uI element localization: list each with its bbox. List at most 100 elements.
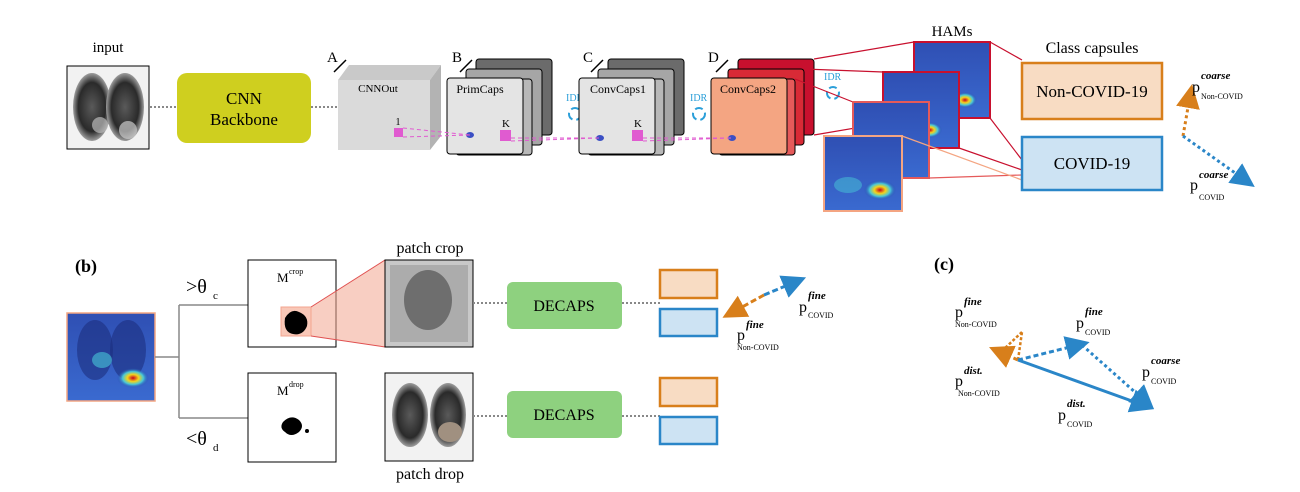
svg-text:fine: fine <box>808 290 826 302</box>
svg-text:p: p <box>799 299 807 316</box>
svg-text:COVID: COVID <box>1199 193 1225 202</box>
idr-label-2: IDR <box>690 93 708 104</box>
m-drop-mask: M drop <box>247 372 337 463</box>
p-noncovid-fine-label-c: p fine Non-COVID <box>955 296 997 329</box>
noncovid-fine-arrow-c <box>989 345 1019 368</box>
convcaps1-k: K <box>634 118 642 130</box>
covid-fine-arrow-b <box>763 275 807 298</box>
branch-lines <box>155 304 248 419</box>
covid-capsule: COVID-19 <box>1020 135 1164 192</box>
primcaps-stack: B PrimCaps K <box>446 50 553 156</box>
stage-a-label: A <box>327 50 338 66</box>
covid-dist-arrow-c <box>1017 358 1155 413</box>
p-covid-coarse-label: p coarse COVID <box>1190 169 1228 202</box>
p-covid-fine-label-b: p fine COVID <box>799 290 834 320</box>
backbone-line1: CNN <box>226 89 262 108</box>
stage-b-label: B <box>452 50 462 66</box>
covid-fine-arrow-c <box>1017 336 1090 362</box>
primcaps-k: K <box>502 118 510 130</box>
svg-text:DECAPS: DECAPS <box>533 407 594 424</box>
p-noncovid-fine-label-b: p fine Non-COVID <box>737 319 779 352</box>
panel-b-label: (b) <box>75 256 97 277</box>
svg-text:p: p <box>955 304 963 321</box>
svg-text:crop: crop <box>289 267 303 276</box>
p-noncovid-coarse-label: p coarse Non-COVID <box>1192 70 1243 101</box>
idr-label-3: IDR <box>824 72 842 83</box>
noncovid-coarse-arrow <box>1176 84 1200 137</box>
backbone-line2: Backbone <box>210 110 278 129</box>
idr-icon-2: IDR <box>690 93 708 121</box>
convcaps2-label: ConvCaps2 <box>720 82 776 96</box>
p-noncovid-dist-label-c: p dist. Non-COVID <box>955 365 1000 398</box>
svg-text:M: M <box>277 270 289 285</box>
ham-to-class-lines <box>901 41 1023 181</box>
convcaps1-label: ConvCaps1 <box>590 82 646 96</box>
panel-c-label: (c) <box>934 254 954 275</box>
svg-text:p: p <box>955 373 963 390</box>
primcaps-label: PrimCaps <box>456 82 504 96</box>
svg-text:COVID: COVID <box>1067 420 1093 429</box>
svg-text:Non-COVID: Non-COVID <box>958 389 1000 398</box>
p-covid-coarse-label-c: p coarse COVID <box>1142 355 1180 386</box>
svg-text:>θ: >θ <box>186 276 207 298</box>
patch-crop-label: patch crop <box>396 240 463 257</box>
patch-crop-image <box>384 259 474 348</box>
covid-coarse-arrow <box>1182 134 1255 187</box>
patch-drop-image <box>384 372 474 462</box>
svg-text:DECAPS: DECAPS <box>533 298 594 315</box>
crop-zoom-wedge <box>311 260 385 347</box>
stage-d-label: D <box>708 50 719 66</box>
cnnout-label: CNNOut <box>358 83 398 95</box>
svg-text:M: M <box>277 383 289 398</box>
crop-covid-capsule <box>658 307 719 338</box>
input-ct-image <box>66 65 150 150</box>
svg-text:p: p <box>1190 177 1198 194</box>
svg-text:p: p <box>737 327 745 344</box>
svg-text:d: d <box>213 442 219 454</box>
p-covid-dist-label-c: p dist. COVID <box>1058 398 1093 429</box>
drop-noncovid-capsule <box>658 376 719 408</box>
svg-text:p: p <box>1192 79 1200 96</box>
svg-text:fine: fine <box>746 319 764 331</box>
svg-text:COVID: COVID <box>1151 377 1177 386</box>
ham-overlay-image <box>66 312 156 402</box>
svg-text:coarse: coarse <box>1201 70 1230 82</box>
idr-icon-3: IDR <box>824 72 842 100</box>
convcaps2-stack: D ConvCaps2 <box>708 50 815 156</box>
svg-text:dist.: dist. <box>964 365 983 377</box>
cnnout-index: 1 <box>396 117 401 128</box>
svg-text:c: c <box>213 290 218 302</box>
noncovid-capsule: Non-COVID-19 <box>1020 61 1164 121</box>
panel-a: input CNN Backbone A CNNOut 1 <box>66 24 1255 212</box>
patch-drop-label: patch drop <box>396 466 464 483</box>
idr-label-1: IDR <box>566 93 584 104</box>
svg-text:coarse: coarse <box>1151 355 1180 367</box>
svg-text:Non-COVID: Non-COVID <box>737 343 779 352</box>
svg-text:COVID: COVID <box>1085 328 1111 337</box>
noncovid-fine-arrow-b <box>722 293 765 318</box>
theta-drop-label: <θ d <box>186 428 219 454</box>
input-label: input <box>93 40 125 56</box>
p-covid-fine-label-c: p fine COVID <box>1076 306 1111 337</box>
stage-c-label: C <box>583 50 593 66</box>
ham-stack <box>823 41 991 212</box>
svg-text:Non-COVID: Non-COVID <box>1201 92 1243 101</box>
decaps-block-crop: DECAPS <box>507 282 622 329</box>
svg-text:p: p <box>1076 315 1084 332</box>
hams-label: HAMs <box>932 24 973 40</box>
svg-text:<θ: <θ <box>186 428 207 450</box>
decaps-block-drop: DECAPS <box>507 391 622 438</box>
panel-c: (c) p fine Non-COVID p fine COVID p coar… <box>934 254 1180 429</box>
drop-covid-capsule <box>658 415 719 446</box>
routing-lines <box>402 127 733 142</box>
noncovid-capsule-label: Non-COVID-19 <box>1036 82 1147 101</box>
cnn-backbone-block: CNN Backbone <box>177 73 311 143</box>
svg-text:p: p <box>1058 407 1066 424</box>
svg-text:COVID: COVID <box>808 311 834 320</box>
svg-text:p: p <box>1142 364 1150 381</box>
svg-text:fine: fine <box>964 296 982 308</box>
svg-text:coarse: coarse <box>1199 169 1228 181</box>
cnnout-cube: A CNNOut 1 <box>327 50 441 150</box>
panel-b: (b) >θ c <θ d M crop <box>66 240 834 483</box>
